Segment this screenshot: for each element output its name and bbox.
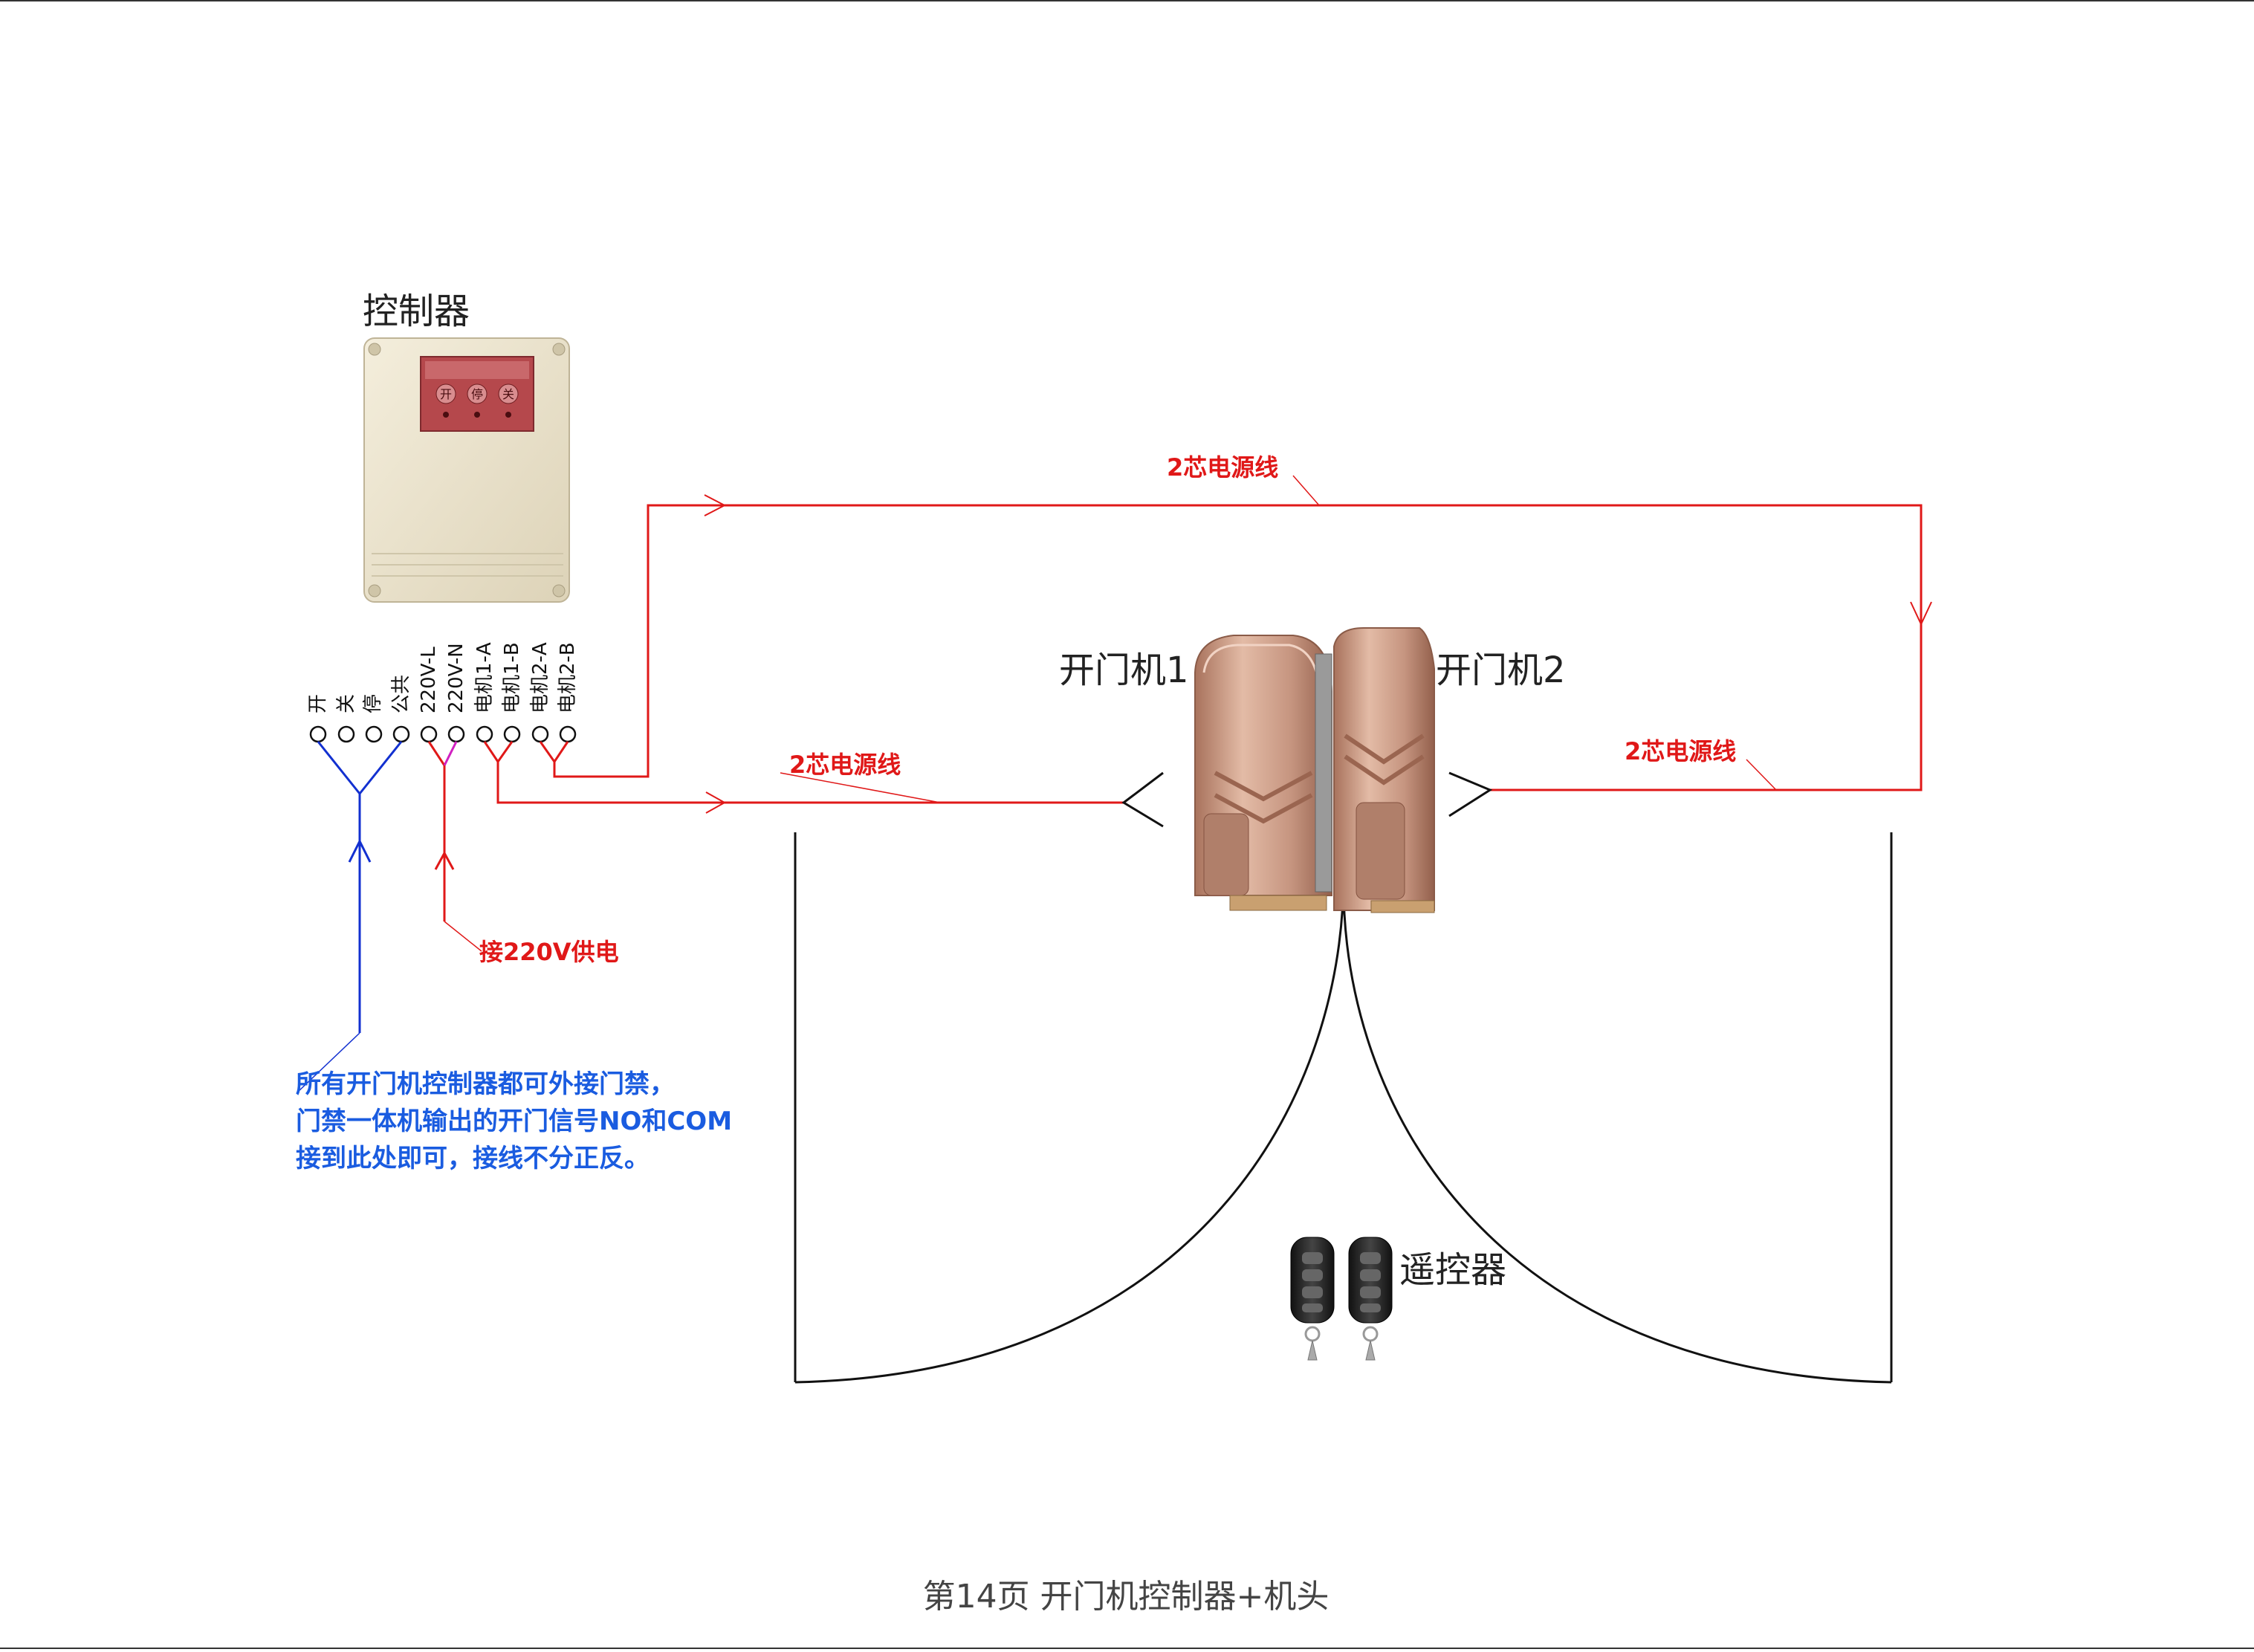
terminal-label-common: 公共 <box>390 675 412 713</box>
terminal-label-220v-n: 220V-N <box>445 643 467 713</box>
cable-label-left: 2芯电源线 <box>789 751 901 779</box>
controller-box: 开 停 关 <box>363 337 570 603</box>
controller-title: 控制器 <box>363 291 470 332</box>
motor1-label: 开门机1 <box>1059 650 1189 691</box>
access-note-line-3: 接到此处即可，接线不分正反。 <box>296 1144 650 1173</box>
terminal-label-motor1-b: 电机1-B <box>501 642 523 713</box>
remote-icon <box>1290 1237 1393 1361</box>
terminal-block <box>309 725 577 743</box>
terminal-label-stop: 停 <box>362 694 384 713</box>
remote-label: 遥控器 <box>1399 1249 1506 1291</box>
motor2-label: 开门机2 <box>1436 650 1566 691</box>
motor1-cable <box>483 741 1124 814</box>
access-note: 所有开门机控制器都可外接门禁， 门禁一体机输出的开门信号NO和COM 接到此处即… <box>296 1069 732 1173</box>
svg-text:关: 关 <box>502 387 514 401</box>
motor1-entry-arrow <box>1121 771 1164 828</box>
terminal-motor2-b <box>559 725 577 743</box>
power-supply-wire <box>427 741 482 952</box>
gate-right-leaf <box>1342 832 1893 1384</box>
terminal-220v-n <box>447 725 465 743</box>
terminal-motor2-a <box>531 725 549 743</box>
terminal-label-motor1-a: 电机1-A <box>473 642 496 713</box>
terminal-220v-l <box>420 725 438 743</box>
terminal-label-220v-l: 220V-L <box>418 647 440 713</box>
terminal-label-close: 关 <box>335 694 357 713</box>
access-note-line-2: 门禁一体机输出的开门信号NO和COM <box>296 1107 732 1136</box>
motor2-entry-arrow <box>1448 771 1493 817</box>
terminal-common <box>392 725 410 743</box>
access-control-wire <box>297 741 403 1093</box>
panel-close-button: 关 <box>498 383 519 404</box>
power-note: 接220V供电 <box>479 938 619 966</box>
terminal-close <box>337 725 355 743</box>
svg-text:停: 停 <box>471 387 483 401</box>
access-note-line-1: 所有开门机控制器都可外接门禁， <box>296 1069 675 1099</box>
cable-label-top: 2芯电源线 <box>1167 453 1278 482</box>
panel-open-button: 开 <box>435 383 456 404</box>
terminal-motor1-a <box>476 725 493 743</box>
page-footer: 第14页 开门机控制器+机头 <box>923 1578 1330 1616</box>
terminal-label-motor2-b: 电机2-B <box>557 642 579 713</box>
motor2-cable <box>539 475 1932 791</box>
terminal-label-open: 开 <box>307 694 329 713</box>
terminal-label-motor2-a: 电机2-A <box>529 642 551 713</box>
cable-label-right: 2芯电源线 <box>1625 737 1736 765</box>
terminal-stop <box>365 725 383 743</box>
svg-text:开: 开 <box>440 387 452 401</box>
panel-stop-button: 停 <box>467 383 488 404</box>
terminal-motor1-b <box>503 725 521 743</box>
motor2-unit <box>1333 627 1435 913</box>
gate-left-leaf <box>794 832 1345 1384</box>
terminal-labels: 开 关 停 公共 220V-L 220V-N 电机1-A 电机1-B 电机2-A… <box>307 642 579 713</box>
motor1-unit <box>1194 635 1332 911</box>
terminal-open <box>309 725 327 743</box>
